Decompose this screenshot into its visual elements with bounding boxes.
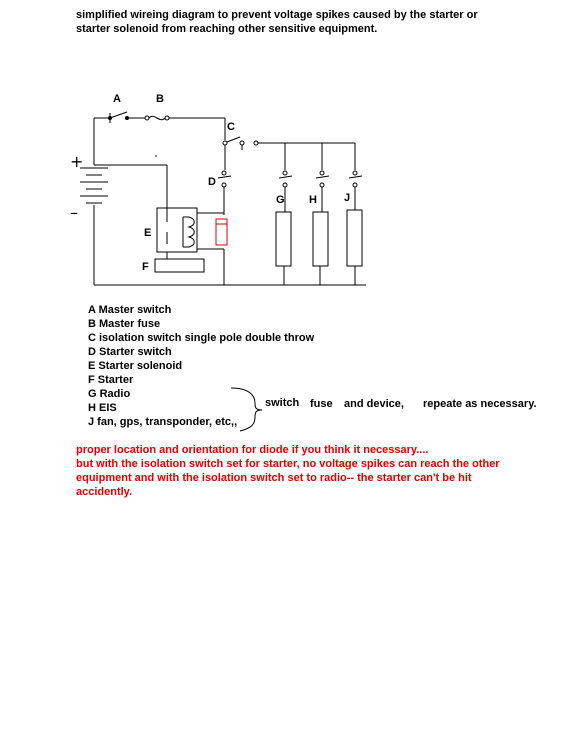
legend-item-b: B Master fuse [88, 318, 161, 330]
brace-note-repeat: repeate as necessary. [423, 398, 537, 410]
branch-h [312, 143, 330, 285]
legend-item-e: E Starter solenoid [88, 360, 183, 372]
legend-item-f: F Starter [88, 374, 134, 386]
legend-item-c: C isolation switch single pole double th… [88, 332, 315, 344]
legend-item-a: A Master switch [88, 304, 172, 316]
master-fuse-b [144, 115, 225, 121]
red-note-line-3: equipment and with the isolation switch … [76, 472, 472, 484]
title-line-1: simplified wireing diagram to prevent vo… [76, 9, 478, 21]
brace-note-fuse: fuse [310, 398, 333, 410]
legend-item-h: H EIS [88, 402, 117, 414]
label-h: H [309, 194, 317, 206]
stray-dot [155, 155, 157, 157]
legend-item-d: D Starter switch [88, 346, 172, 358]
branch-j [346, 143, 363, 285]
master-switch-a [108, 111, 145, 123]
legend-item-g: G Radio [88, 388, 131, 400]
isolation-switch-c [222, 136, 355, 170]
label-c: C [227, 121, 235, 133]
label-d: D [208, 176, 216, 188]
red-note-line-2: but with the isolation switch set for st… [76, 458, 500, 470]
label-b: B [156, 93, 164, 105]
title-line-2: starter solenoid from reaching other sen… [76, 23, 378, 35]
label-e: E [144, 227, 151, 239]
minus-sign: – [70, 203, 78, 222]
label-g: G [276, 194, 285, 206]
starter-switch-d [217, 170, 232, 215]
brace-note-device: and device, [344, 398, 404, 410]
legend-brace [230, 387, 263, 432]
red-note-line-1: proper location and orientation for diod… [76, 444, 429, 456]
label-j: J [344, 192, 350, 204]
brace-note-switch: switch [265, 397, 300, 409]
label-f: F [142, 261, 149, 273]
starter-f [154, 258, 205, 273]
battery [80, 167, 108, 285]
branch-g [275, 143, 293, 285]
diode [215, 218, 228, 246]
plus-sign: + [70, 152, 83, 171]
starter-solenoid-e [156, 207, 224, 259]
label-a: A [113, 93, 121, 105]
red-note-line-4: accidently. [76, 486, 133, 498]
legend-item-j: J fan, gps, transponder, etc,, [88, 416, 238, 428]
